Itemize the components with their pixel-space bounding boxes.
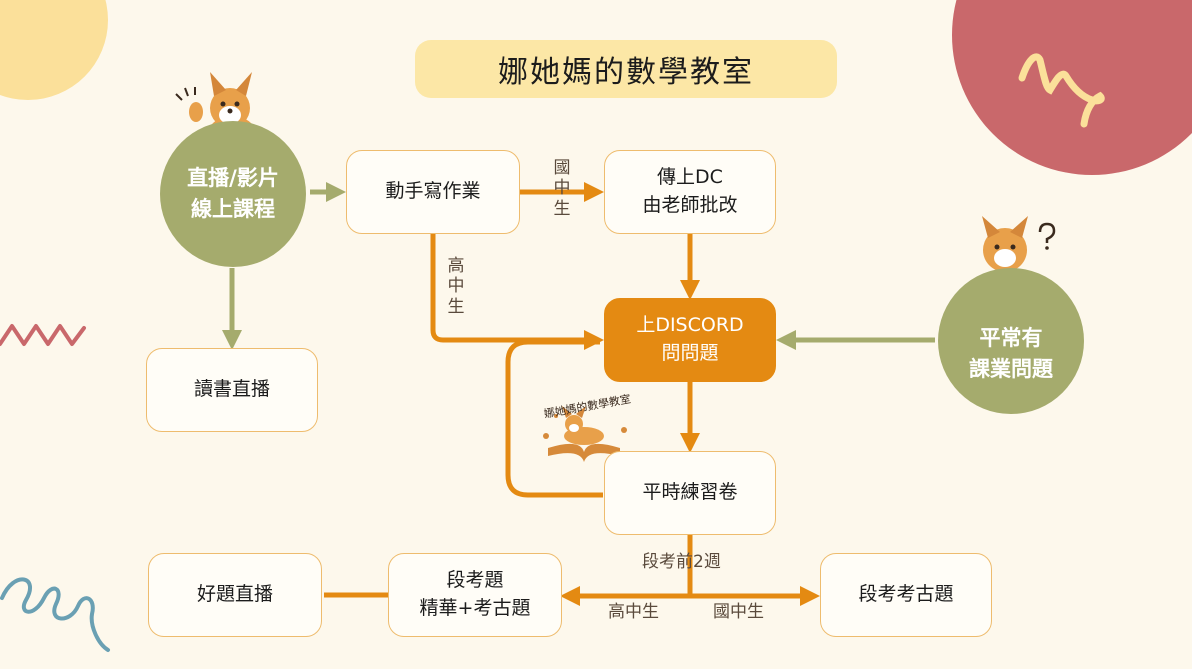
node-good-questions-live-label: 好題直播 <box>196 583 273 606</box>
node-live-course: 直播/影片 線上課程 <box>160 121 306 267</box>
node-do-homework: 動手寫作業 <box>346 150 520 234</box>
edge-label-junior-bottom: 國中生 <box>713 602 764 622</box>
node-upload-dc: 傳上DC 由老師批改 <box>604 150 776 234</box>
edge-label-two-weeks: 段考前2週 <box>642 552 721 572</box>
page-title: 娜她媽的數學教室 <box>415 40 837 98</box>
node-live-course-line1: 直播/影片 <box>187 165 279 190</box>
node-past-exams: 段考考古題 <box>820 553 992 637</box>
node-homework-problems-line2: 課業問題 <box>969 357 1053 381</box>
node-good-questions-live: 好題直播 <box>148 553 322 637</box>
node-live-course-line2: 線上課程 <box>191 197 275 221</box>
logo-text: 娜她媽的數學教室 <box>543 392 632 421</box>
edge-label-senior-left-char: 生 <box>447 296 465 317</box>
arrow-homework-to-discord <box>430 234 604 350</box>
node-practice-sheets: 平時練習卷 <box>604 451 776 535</box>
edge-label-senior-left: 高 中 生 <box>446 256 466 317</box>
node-practice-sheets-label: 平時練習卷 <box>642 481 738 504</box>
edge-label-senior-bottom: 高中生 <box>608 602 659 622</box>
node-upload-dc-line2: 由老師批改 <box>642 194 738 216</box>
node-exam-highlights-line2: 精華+考古題 <box>419 597 531 619</box>
decor-loops <box>0 577 110 652</box>
node-homework-problems-line1: 平常有 <box>979 325 1043 350</box>
edge-label-junior-top-char: 生 <box>553 198 571 219</box>
edge-label-senior-left-char: 中 <box>447 276 465 297</box>
node-reading-live-label: 讀書直播 <box>193 378 270 401</box>
node-past-exams-label: 段考考古題 <box>858 583 954 606</box>
decor-yellow-circle <box>0 0 108 100</box>
node-discord: 上DISCORD 問問題 <box>604 298 776 382</box>
node-exam-highlights: 段考題 精華+考古題 <box>388 553 562 637</box>
node-reading-live: 讀書直播 <box>146 348 318 432</box>
edge-label-junior-top: 國 中 生 <box>552 158 572 219</box>
decor-zigzag <box>0 324 86 346</box>
node-discord-line1: 上DISCORD <box>636 314 744 337</box>
decor-squiggle-yellow <box>1018 53 1105 128</box>
edge-label-senior-left-char: 高 <box>447 256 465 276</box>
node-discord-line2: 問問題 <box>661 342 719 364</box>
edge-label-junior-top-char: 國 <box>553 158 571 178</box>
edge-label-junior-top-char: 中 <box>553 178 571 199</box>
loop-practice-to-discord <box>505 339 603 498</box>
node-upload-dc-line1: 傳上DC <box>657 166 723 189</box>
node-homework-problems: 平常有 課業問題 <box>938 268 1084 414</box>
node-exam-highlights-line1: 段考題 <box>446 569 504 592</box>
node-do-homework-label: 動手寫作業 <box>385 180 481 203</box>
